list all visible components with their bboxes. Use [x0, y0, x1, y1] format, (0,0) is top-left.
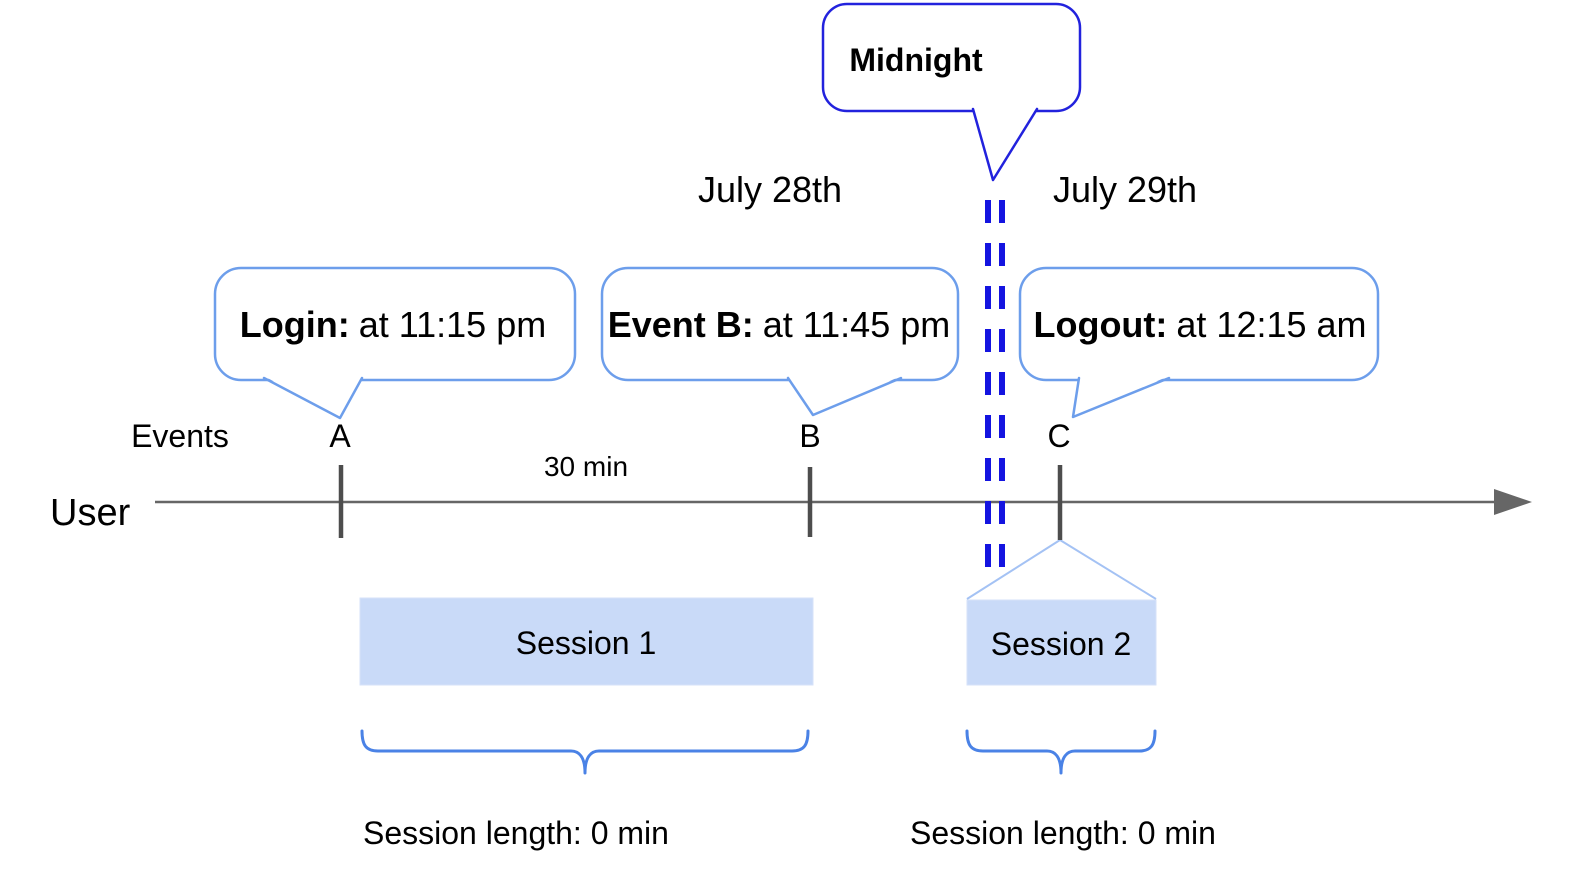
event-b-callout-tail [788, 376, 901, 415]
login-callout-tail-border [262, 376, 364, 420]
login-label-bold: Login: [240, 304, 350, 345]
session1-brace [360, 729, 810, 775]
midnight-divider [985, 200, 1005, 578]
event-b-callout: Event B:at 11:45 pm [600, 266, 960, 417]
event-c-marker-label: C [1047, 418, 1070, 454]
logout-label-time: at 12:15 am [1176, 304, 1366, 345]
midnight-callout: Midnight [821, 2, 1082, 182]
session2-expansion-connector [966, 539, 1157, 600]
event-b-label: Event B:at 11:45 pm [608, 304, 950, 345]
event-b-label-time: at 11:45 pm [763, 304, 950, 345]
midnight-label: Midnight [849, 42, 983, 78]
event-b-label-bold: Event B: [608, 304, 754, 345]
session2-label: Session 2 [991, 626, 1132, 662]
timeline-axis [155, 465, 1532, 540]
interval-label: 30 min [544, 451, 628, 482]
login-callout-tail [264, 376, 362, 418]
logout-label-bold: Logout: [1033, 304, 1167, 345]
events-row-label: Events [131, 418, 229, 454]
login-callout-box [213, 266, 577, 382]
event-b-callout-tail-border [786, 376, 903, 417]
session2-length-label: Session length: 0 min [910, 815, 1216, 851]
session1-bar [359, 597, 814, 686]
session-length-braces [360, 729, 1157, 775]
event-b-callout-box [600, 266, 960, 382]
event-b-marker-label: B [799, 418, 820, 454]
logout-callout: Logout:at 12:15 am [1018, 266, 1380, 419]
login-label: Login:at 11:15 pm [240, 304, 546, 345]
midnight-callout-box [821, 2, 1082, 113]
session1-label: Session 1 [516, 625, 657, 661]
logout-callout-tail-border [1071, 376, 1171, 419]
midnight-callout-tail-border [971, 107, 1039, 182]
session2-brace [965, 729, 1157, 775]
logout-label: Logout:at 12:15 am [1033, 304, 1366, 345]
date-july-29: July 29th [1053, 169, 1197, 210]
date-july-28: July 28th [698, 169, 842, 210]
session2-bar [966, 599, 1157, 686]
login-label-time: at 11:15 pm [359, 304, 546, 345]
session1-length-label: Session length: 0 min [363, 815, 669, 851]
session-bars [359, 597, 1157, 686]
login-callout: Login:at 11:15 pm [213, 266, 577, 420]
event-a-marker-label: A [329, 418, 351, 454]
logout-callout-box [1018, 266, 1380, 382]
timeline-arrowhead-icon [1494, 489, 1532, 515]
user-row-label: User [50, 492, 131, 534]
